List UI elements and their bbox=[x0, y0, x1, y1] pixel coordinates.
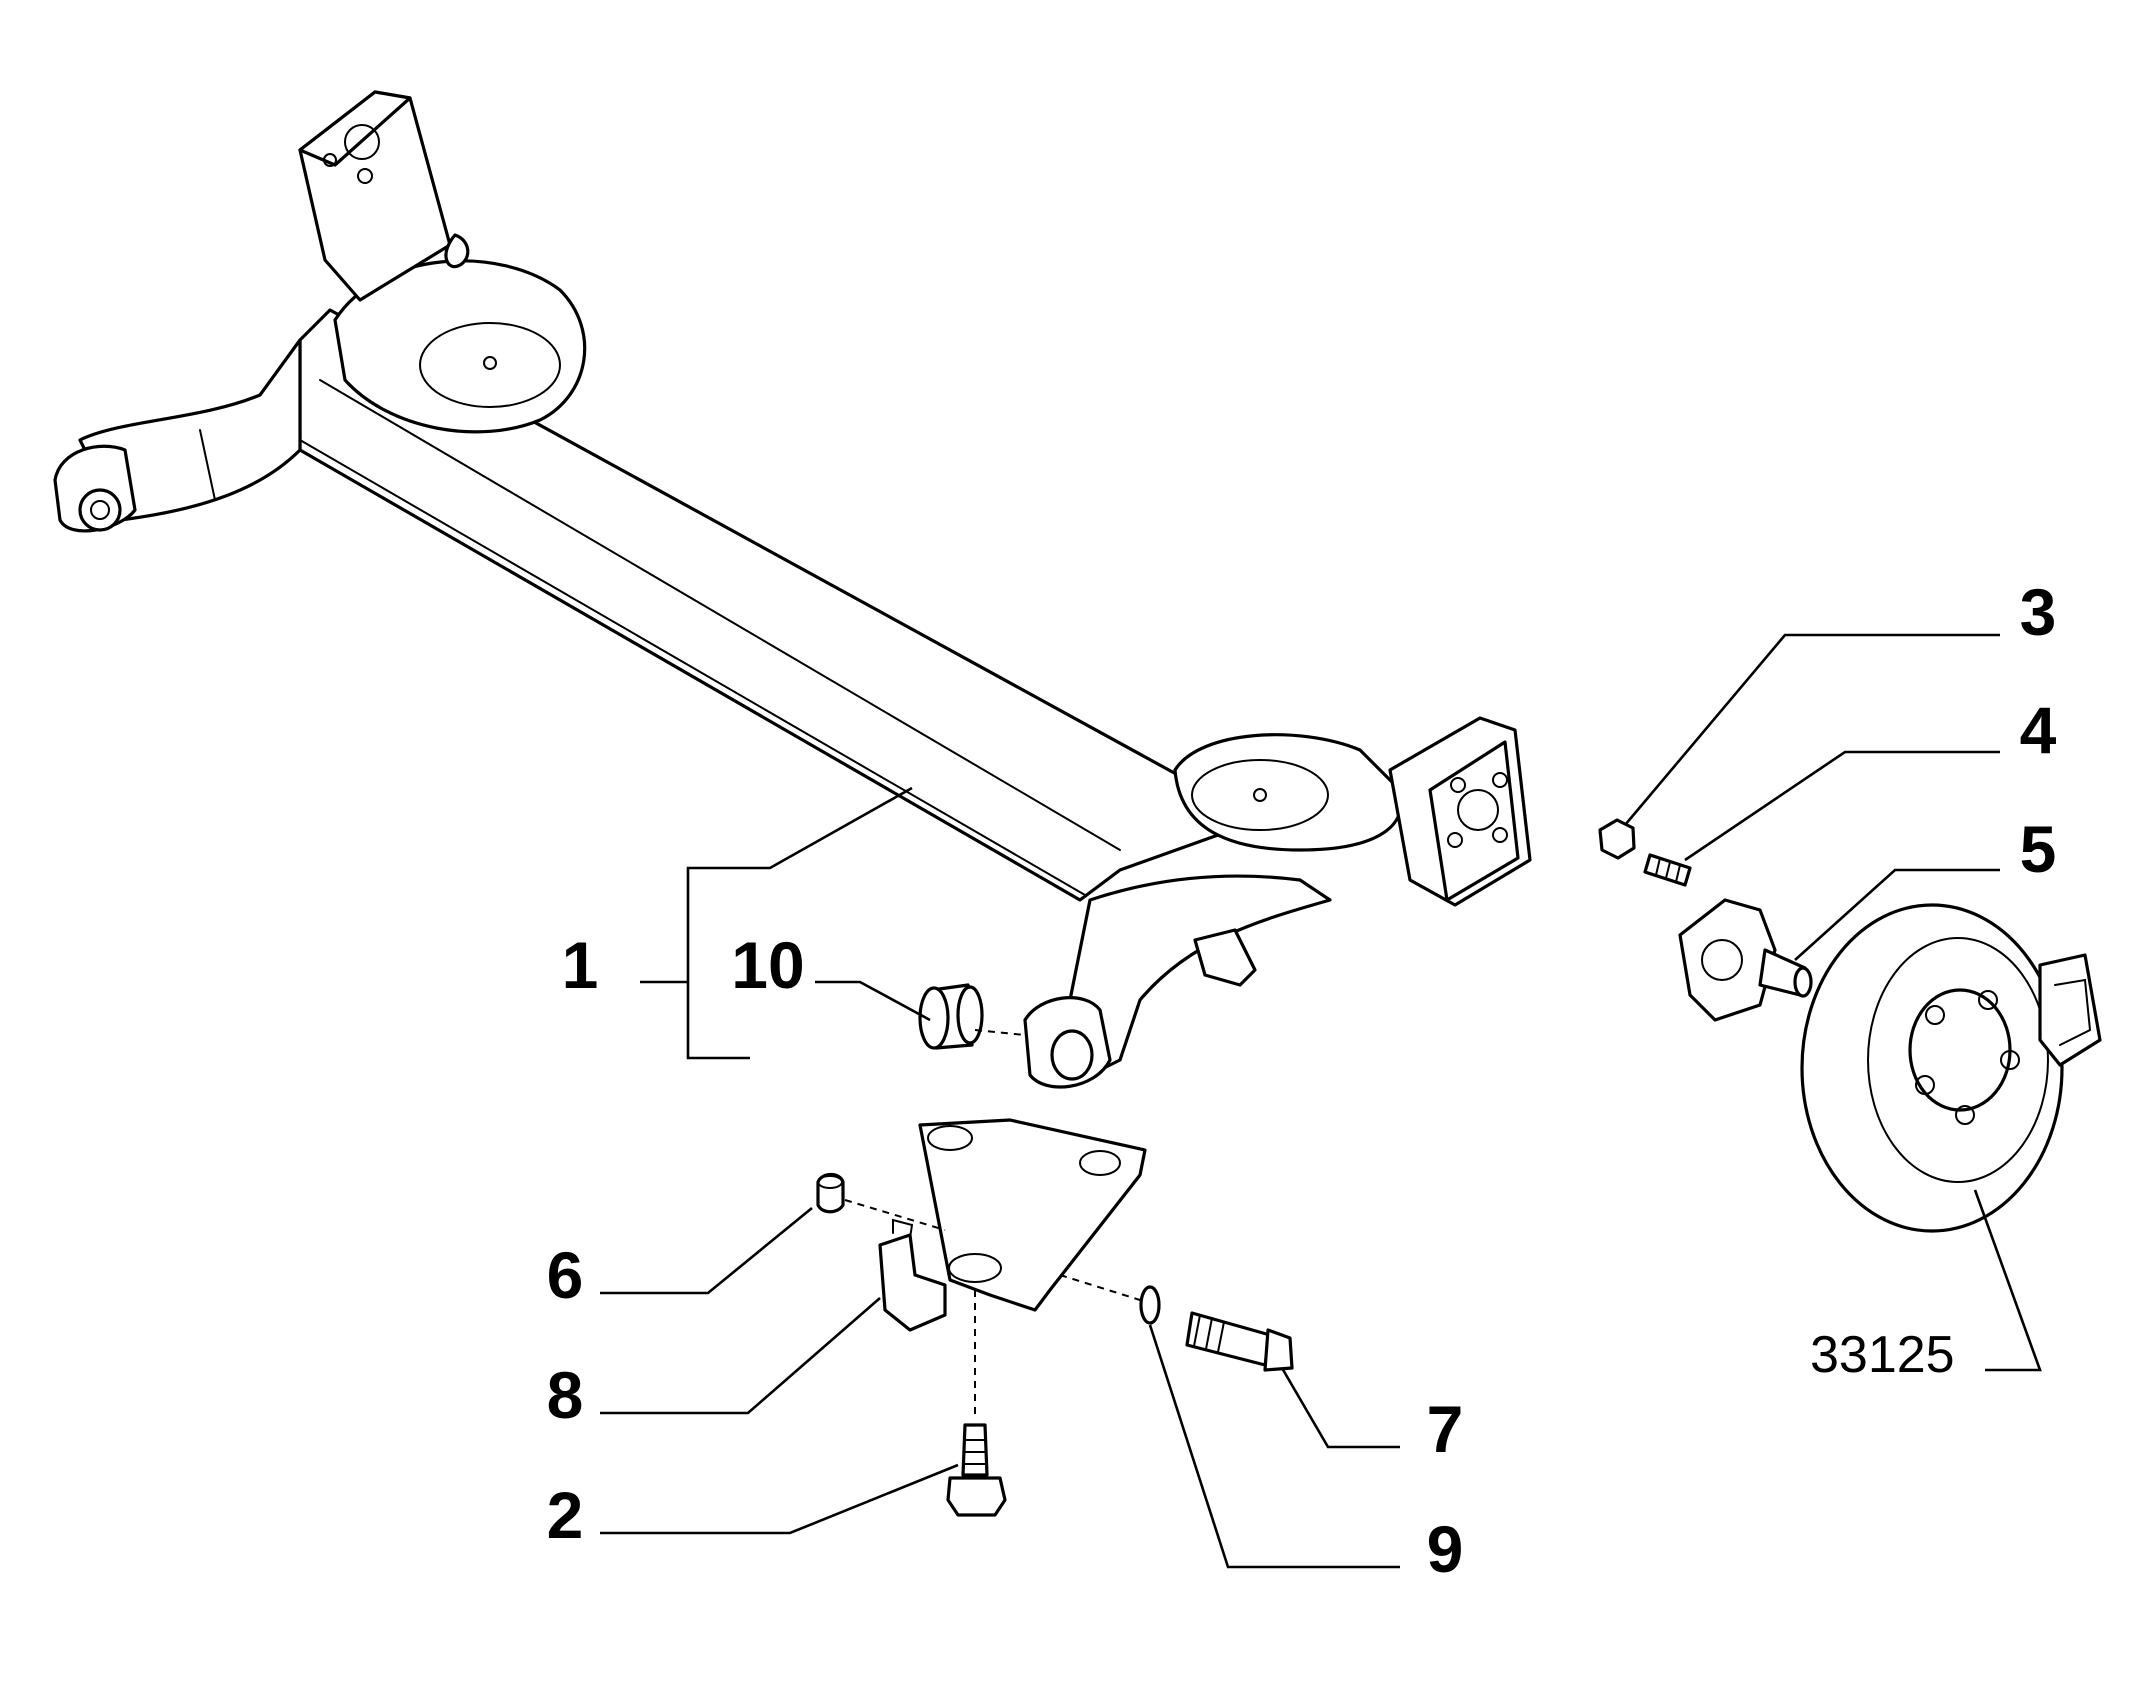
wheel-stud bbox=[1643, 853, 1692, 887]
vertical-bolt bbox=[946, 1290, 1007, 1517]
callout-4: 4 bbox=[2020, 693, 2057, 767]
drawing-reference-number: 33125 bbox=[1810, 1326, 1955, 1384]
callout-8: 8 bbox=[547, 1358, 584, 1432]
callout-6: 6 bbox=[547, 1238, 584, 1312]
callout-10: 10 bbox=[731, 928, 804, 1002]
clip-part bbox=[878, 1233, 947, 1332]
silent-block-bushing bbox=[918, 983, 1026, 1050]
bracket-nut bbox=[816, 1172, 946, 1231]
mounting-bracket bbox=[878, 1118, 1147, 1332]
stub-axle bbox=[1678, 898, 1813, 1022]
washer-ring bbox=[1059, 1274, 1161, 1325]
hub-nut bbox=[1598, 818, 1636, 860]
callout-5: 5 bbox=[2020, 812, 2057, 886]
callout-3: 3 bbox=[2020, 575, 2057, 649]
callout-9: 9 bbox=[1427, 1512, 1464, 1586]
callout-2: 2 bbox=[547, 1478, 584, 1552]
brake-disc bbox=[1800, 903, 2102, 1233]
rear-axle-beam bbox=[53, 90, 1532, 1089]
leader-lines bbox=[600, 633, 2042, 1569]
callout-7: 7 bbox=[1427, 1392, 1464, 1466]
long-bolt bbox=[1185, 1311, 1294, 1372]
callout-1: 1 bbox=[562, 928, 599, 1002]
